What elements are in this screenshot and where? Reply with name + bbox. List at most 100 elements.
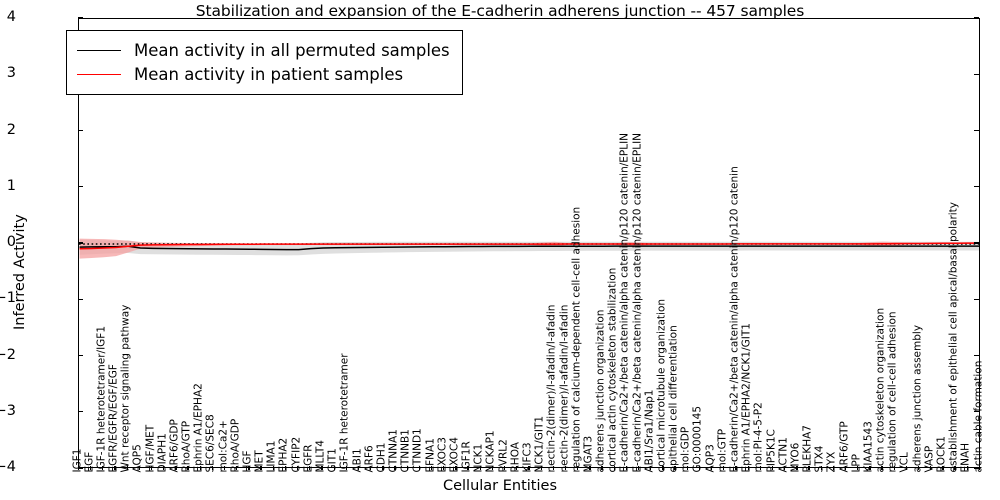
x-tick-mark: [236, 466, 238, 470]
x-tick-mark: [382, 466, 384, 470]
x-tick-mark: [114, 466, 116, 470]
x-tick-mark: [613, 466, 615, 470]
x-tick-mark: [163, 466, 165, 470]
x-tick-mark: [917, 466, 920, 470]
x-tick-mark: [723, 466, 725, 470]
x-tick-mark: [966, 466, 968, 470]
legend-swatch-permuted: [77, 49, 121, 51]
y-tick-mark-right: [974, 354, 979, 357]
x-tick-mark: [625, 466, 628, 470]
x-tick-mark: [540, 466, 542, 470]
x-tick-mark: [223, 466, 226, 470]
x-tick-mark: [710, 466, 713, 470]
x-tick-label: GO:0000145: [691, 405, 704, 472]
x-tick-label: actin cytoskeleton organization: [874, 307, 887, 472]
series-line-patient: [79, 242, 979, 250]
x-tick-mark: [90, 466, 92, 470]
x-tick-mark: [260, 466, 262, 470]
y-tick-label: −2: [0, 346, 16, 363]
x-tick-mark: [662, 466, 664, 470]
y-tick-label: −3: [0, 402, 16, 419]
y-tick-label: 0: [6, 234, 16, 250]
x-tick-mark: [601, 466, 603, 470]
x-tick-mark: [796, 466, 798, 470]
x-tick-mark: [406, 466, 408, 470]
x-tick-mark: [345, 466, 347, 470]
x-tick-mark: [102, 466, 104, 470]
x-tick-mark: [284, 466, 287, 470]
x-tick-label: cortical actin cytoskeleton stabilizatio…: [606, 267, 619, 472]
x-tick-mark: [686, 466, 688, 470]
x-tick-mark: [479, 466, 481, 470]
y-tick-mark-right: [974, 467, 979, 469]
x-tick-mark: [455, 466, 457, 470]
x-tick-mark: [211, 466, 214, 470]
x-tick-mark: [516, 466, 518, 470]
x-tick-mark: [759, 466, 761, 470]
x-tick-mark: [77, 466, 80, 470]
x-tick-mark: [771, 466, 774, 470]
x-tick-mark: [564, 466, 567, 470]
x-tick-mark: [187, 466, 189, 470]
x-tick-mark: [552, 466, 554, 470]
x-tick-mark: [248, 466, 250, 470]
y-tick-mark: [78, 467, 83, 469]
y-tick-mark-right: [974, 298, 979, 300]
x-tick-label: SEC6/SEC8: [204, 413, 217, 472]
x-tick-label: IGF-1R heterotetramer: [338, 352, 351, 472]
x-tick-mark: [857, 466, 859, 470]
y-tick-mark-right: [974, 73, 979, 75]
x-tick-mark: [467, 466, 469, 470]
x-tick-label: establishment of epithelial cell apical/…: [947, 201, 960, 472]
x-tick-mark: [930, 466, 932, 470]
x-tick-mark: [175, 466, 177, 470]
x-tick-mark: [333, 466, 335, 470]
x-tick-mark: [650, 466, 652, 470]
plot-svg: [79, 238, 979, 259]
y-axis-label: Inferred Activity: [12, 214, 28, 330]
x-tick-mark: [199, 466, 201, 470]
x-tick-label: HGF/MET: [144, 424, 157, 472]
x-tick-label: epithelial cell differentiation: [667, 324, 680, 472]
x-tick-mark: [954, 466, 956, 470]
x-tick-mark: [272, 466, 274, 470]
x-tick-label: E-cadherin/Ca2+/beta catenin/alpha caten…: [728, 165, 741, 472]
y-tick-mark: [78, 186, 83, 188]
x-tick-mark: [735, 466, 737, 470]
x-tick-mark: [370, 466, 372, 470]
x-tick-mark: [808, 466, 810, 470]
y-tick-mark-right: [974, 186, 979, 188]
y-tick-mark: [78, 298, 83, 300]
x-tick-mark: [150, 466, 153, 470]
y-tick-mark: [78, 129, 83, 132]
y-tick-mark-right: [974, 242, 979, 244]
x-tick-mark: [528, 466, 530, 470]
x-tick-mark: [297, 466, 299, 470]
x-tick-label: Ephrin A1/EPHA2/NCK1/GIT1: [740, 322, 753, 472]
x-tick-label: NCK1/GIT1: [533, 415, 546, 472]
y-tick-label: 1: [6, 177, 16, 194]
x-tick-label: Wnt receptor signaling pathway: [119, 304, 132, 472]
x-tick-label: EGFR/EGFR/EGF/EGF: [107, 363, 120, 472]
x-tick-label: RhoA/GDP: [229, 418, 242, 472]
x-tick-mark: [674, 466, 676, 470]
y-tick-mark: [78, 17, 83, 19]
legend-label-patient: Mean activity in patient samples: [134, 64, 404, 84]
x-tick-label: actin cable formation: [972, 360, 984, 472]
legend-entry-permuted: Mean activity in all permuted samples: [77, 38, 450, 62]
x-tick-label: ARF6/GDP: [168, 418, 181, 472]
x-tick-label: KIAA1543: [862, 420, 875, 472]
x-tick-mark: [747, 466, 749, 470]
x-tick-mark: [418, 466, 421, 470]
x-tick-label: regulation of cell-cell adhesion: [886, 310, 899, 472]
x-tick-label: IGF-1R heterotetramer/IGF1: [95, 325, 108, 472]
x-tick-mark: [491, 466, 494, 470]
y-tick-mark-right: [974, 17, 979, 19]
x-tick-label: adherens junction assembly: [911, 324, 924, 472]
x-tick-mark: [577, 466, 579, 470]
x-tick-mark: [820, 466, 822, 470]
x-tick-label: E-cadherin/Ca2+/beta catenin/alpha caten…: [631, 132, 644, 472]
confidence-band-permuted: [79, 239, 979, 256]
x-tick-mark: [138, 466, 141, 470]
x-tick-label: Ephrin A1/EPHA2: [192, 382, 205, 472]
